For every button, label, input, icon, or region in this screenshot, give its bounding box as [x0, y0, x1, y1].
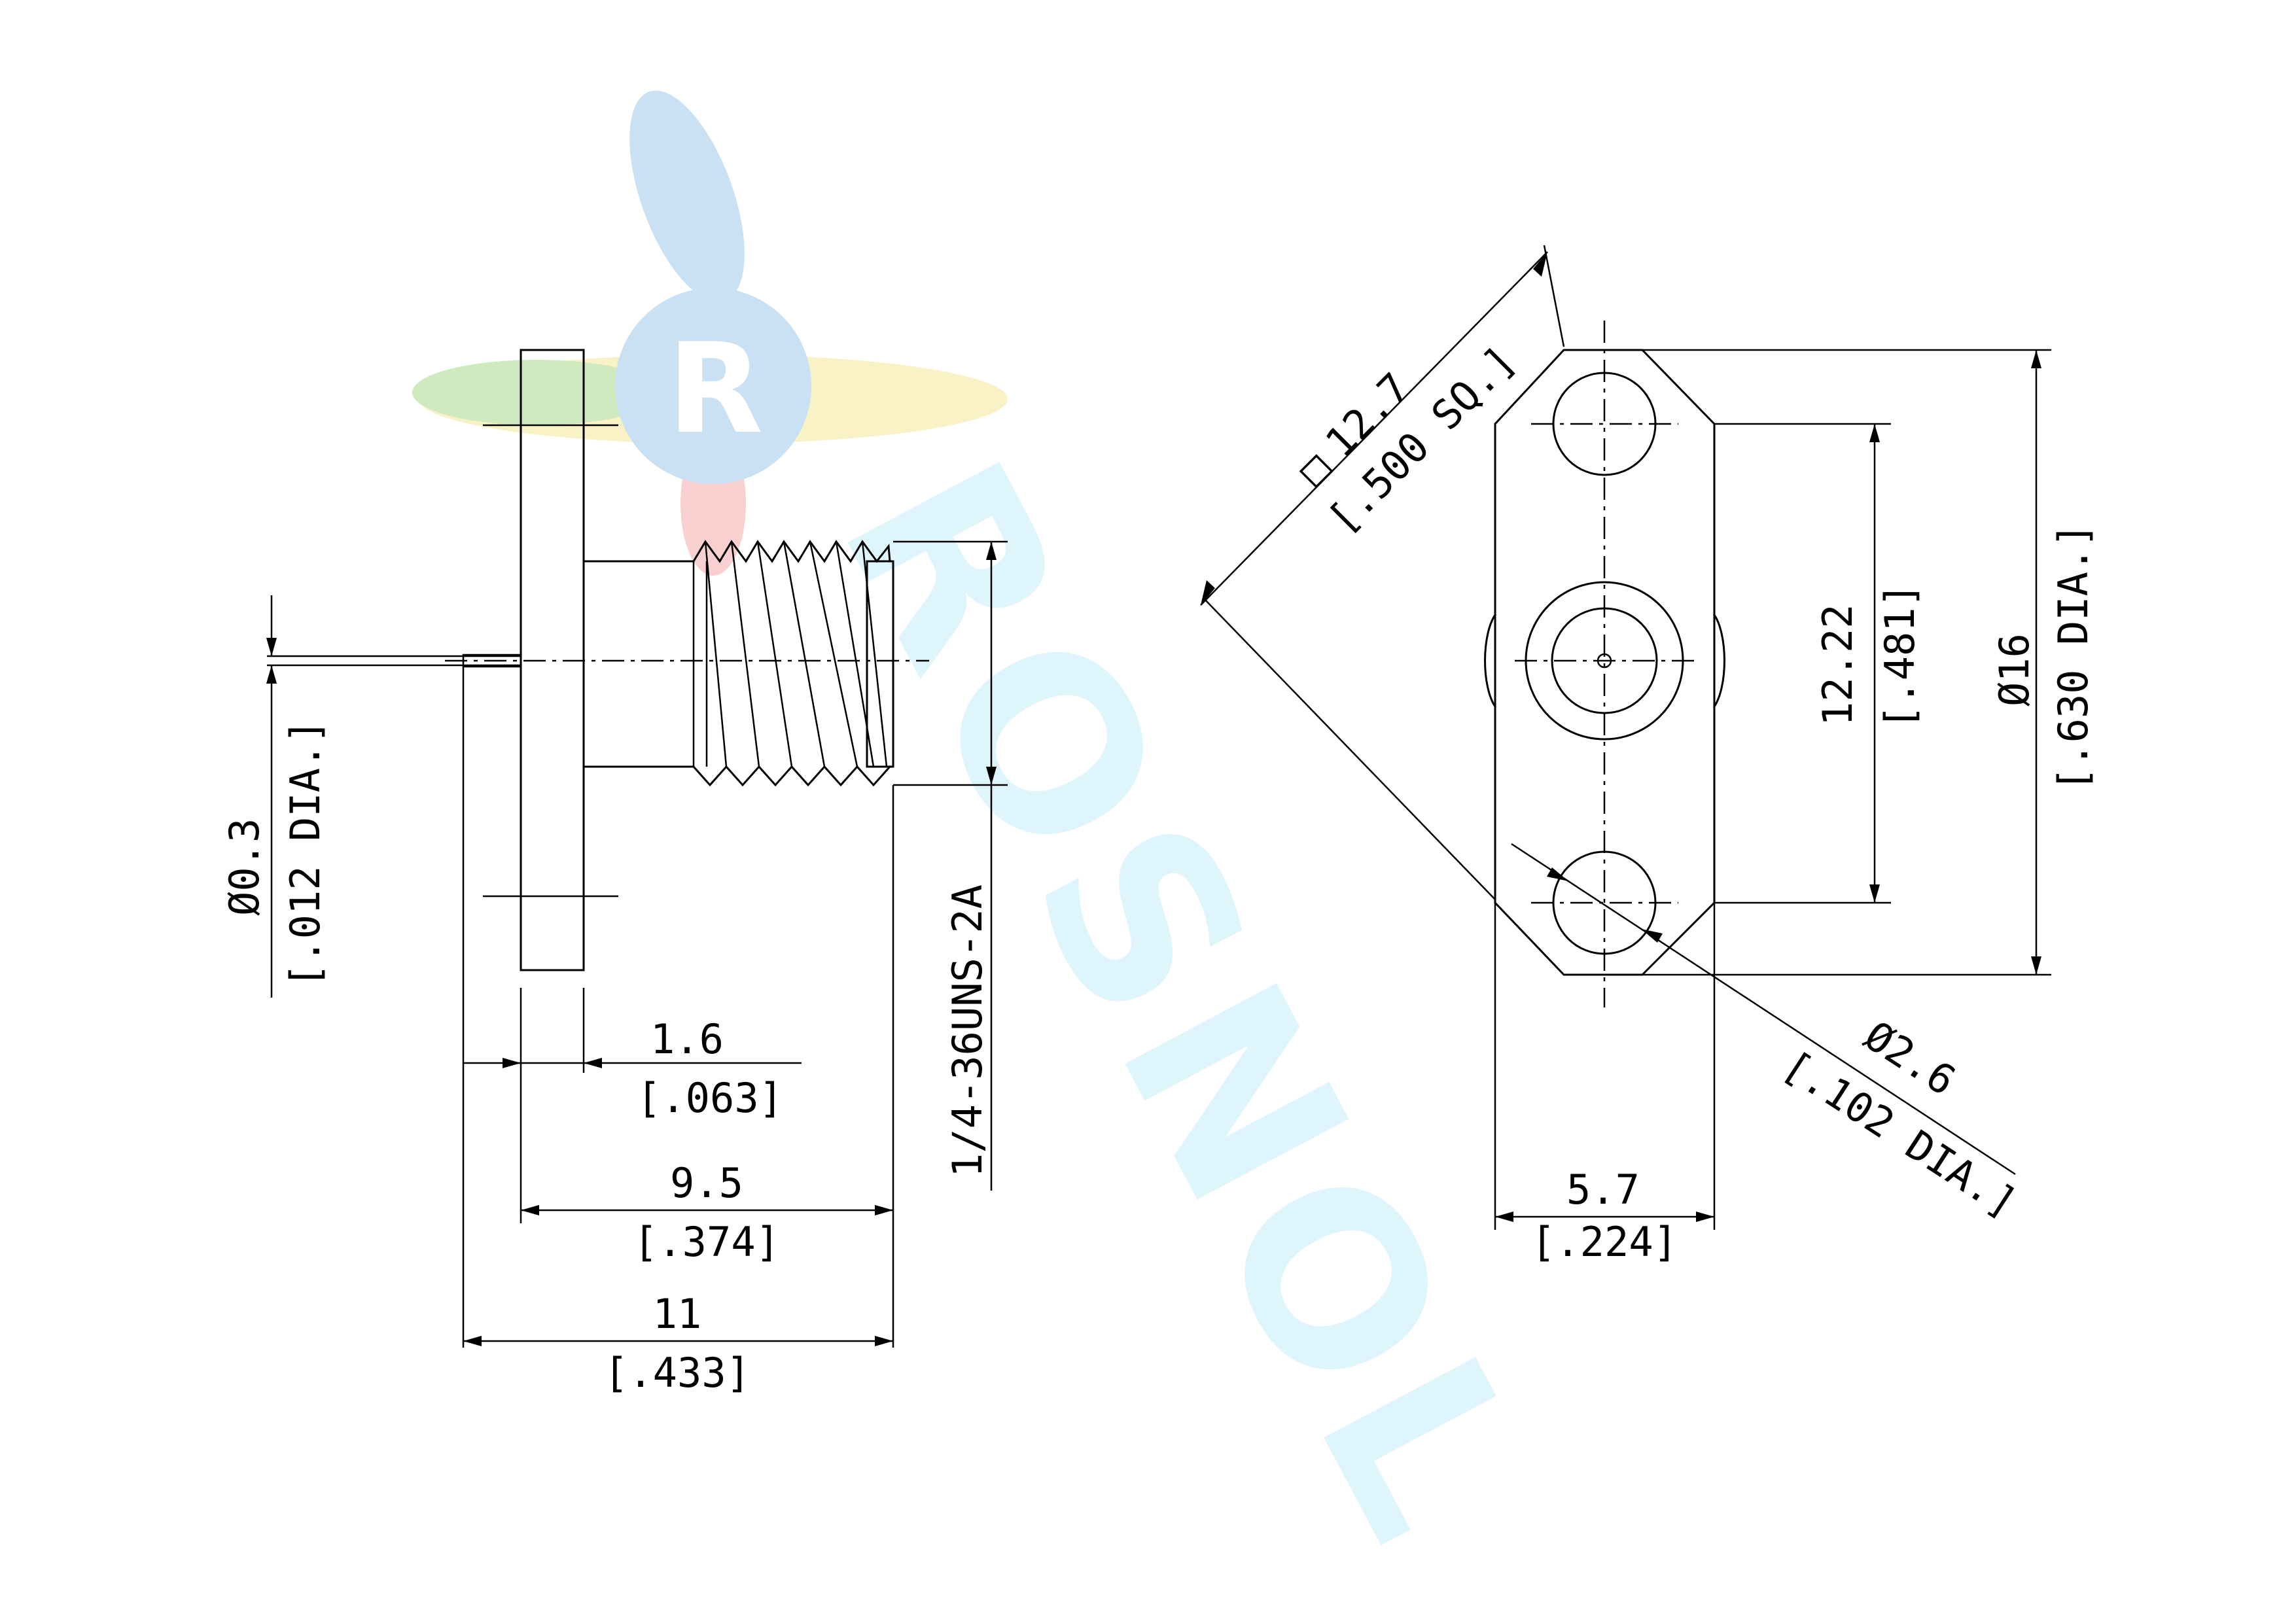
pin-dim-arrow-top	[266, 638, 277, 656]
flange-width-inch: [.224]	[1531, 1218, 1678, 1266]
flange-diameter-inch: [.630 DIA.]	[2049, 523, 2097, 792]
flange-dim-arrow-left	[503, 1058, 521, 1068]
body-length-arrow-right	[875, 1205, 893, 1215]
sq-dim-arrow-top	[1533, 252, 1547, 277]
flange-dia-arrow-bottom	[2031, 956, 2041, 975]
body-length-label: 9.5	[670, 1159, 743, 1207]
thread-crests	[692, 541, 888, 767]
hole-dia-arrow-inner	[1641, 929, 1663, 943]
watermark-logo: R	[412, 90, 1008, 576]
sq-ext-left	[1203, 598, 1496, 900]
overall-length-label: 11	[653, 1290, 702, 1338]
body-length-arrow-left	[521, 1205, 539, 1215]
logo-swoosh-green	[412, 360, 661, 425]
overall-length-inch: [.433]	[604, 1349, 751, 1397]
flange-dim-arrow-right	[584, 1058, 602, 1068]
sq-dim-line	[1200, 251, 1548, 606]
overall-length-arrow-left	[463, 1336, 482, 1346]
hole-spacing-arrow-bottom	[1869, 884, 1880, 903]
logo-letter: R	[667, 317, 763, 461]
thread-dim-arrow-top	[986, 542, 997, 560]
hole-dia-leader	[1511, 843, 2016, 1176]
flange-dia-arrow-top	[2031, 350, 2041, 368]
flange-diameter-label: Ø16	[1990, 633, 2038, 707]
sq-symbol: □	[1288, 443, 1339, 494]
pin-dim-arrow-bottom	[266, 665, 277, 684]
thread-top-profile	[692, 540, 891, 563]
hole-dia-arrow-outer	[1547, 867, 1568, 881]
logo-circle	[615, 288, 811, 484]
watermark-brand: ROSNOL	[788, 421, 1583, 1588]
pin-diameter-inch: [.012 DIA.]	[281, 719, 329, 988]
width-arrow-left	[1495, 1212, 1513, 1222]
pin-diameter-label: Ø0.3	[221, 818, 268, 916]
thread-bottom-profile	[692, 765, 892, 787]
hole-spacing-inch: [.481]	[1876, 583, 1924, 729]
thread-spec-label: 1/4-36UNS-2A	[944, 884, 991, 1178]
body-length-inch: [.374]	[633, 1218, 780, 1266]
flange-thickness-label: 1.6	[650, 1015, 724, 1063]
hole-spacing-arrow-top	[1869, 424, 1880, 442]
flange-width-label: 5.7	[1566, 1166, 1640, 1213]
width-arrow-right	[1696, 1212, 1714, 1222]
flange-arc-right	[1712, 613, 1725, 708]
sq-ext-right	[1543, 245, 1565, 347]
flange-arc-left	[1484, 613, 1497, 708]
sq-dim-arrow-bottom	[1201, 580, 1215, 605]
flange-thickness-inch: [.063]	[637, 1074, 783, 1122]
pin-insulator	[462, 654, 522, 668]
logo-swoosh-blue	[629, 90, 745, 302]
side-view: Ø0.3 [.012 DIA.] 1/4-36UNS-2A 1.6 [.063]…	[221, 349, 1008, 1397]
hole-spacing-label: 12.22	[1814, 604, 1862, 726]
overall-length-arrow-right	[875, 1336, 893, 1346]
thread-dim-arrow-bottom	[986, 767, 997, 785]
